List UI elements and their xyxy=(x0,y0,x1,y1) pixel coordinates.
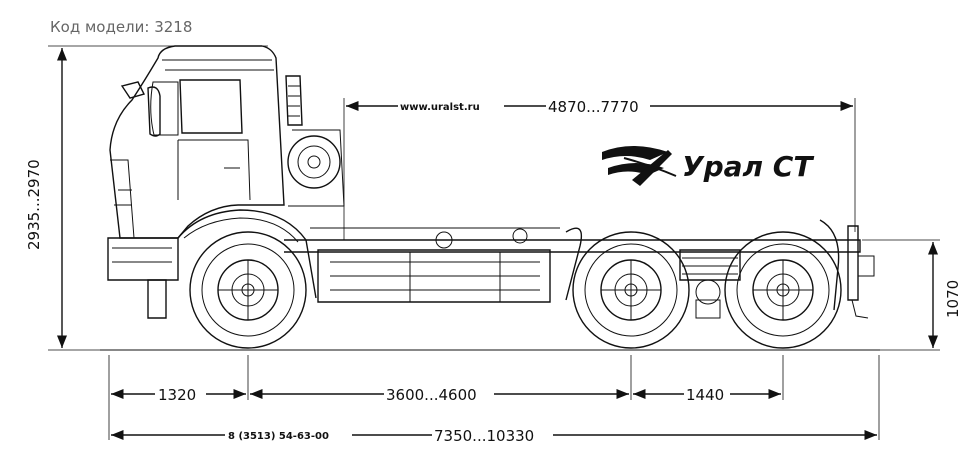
rear-wheel-2 xyxy=(724,231,842,349)
ural-st-logo: Урал СТ xyxy=(602,146,814,186)
phone-number: 8 (3513) 54-63-00 xyxy=(228,431,329,442)
height-label: 2935...2970 xyxy=(25,159,43,250)
front-wheel xyxy=(189,231,307,349)
brand-name: Урал СТ xyxy=(682,150,814,183)
rear-wheel-1 xyxy=(572,231,690,349)
model-code-label: Код модели: 3218 xyxy=(50,18,193,36)
frame-height-label: 1070 xyxy=(944,280,962,318)
frame-length-label: 4870...7770 xyxy=(548,98,639,116)
frame-height-dimension: 1070 xyxy=(862,239,962,351)
height-dimension: 2935...2970 xyxy=(25,45,268,351)
truck-illustration xyxy=(100,45,880,351)
exhaust-and-air-filter xyxy=(285,75,345,207)
frame-length-dimension: www.uralst.ru 4870...7770 xyxy=(343,98,856,240)
front-overhang-label: 1320 xyxy=(158,386,196,404)
overall-length-label: 7350...10330 xyxy=(434,427,534,445)
axle-dimensions: 1320 3600...4600 1440 xyxy=(108,355,880,440)
wheelbase-label: 3600...4600 xyxy=(386,386,477,404)
cab xyxy=(107,45,317,319)
rear-axle-spacing-label: 1440 xyxy=(686,386,724,404)
chassis-frame xyxy=(284,219,875,319)
website-url: www.uralst.ru xyxy=(400,102,480,113)
overall-length-dimension: 8 (3513) 54-63-00 7350...10330 xyxy=(111,427,877,445)
